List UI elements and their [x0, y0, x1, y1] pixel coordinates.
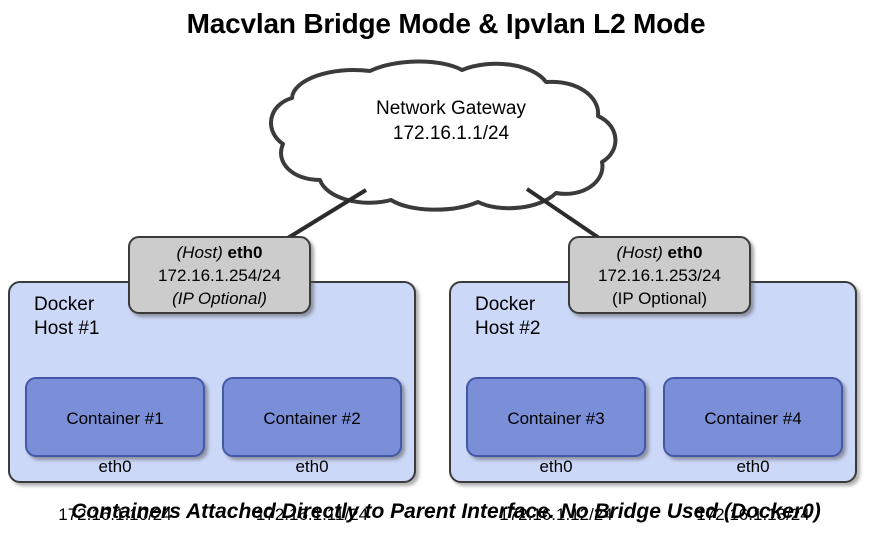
container-4-name: Container #4 — [704, 409, 802, 428]
link-cloud-to-host2 — [525, 187, 604, 242]
container-2-iface: eth0 — [295, 457, 329, 476]
docker-host-1-label: Docker Host #1 — [34, 294, 100, 339]
host-1-eth0-iface: eth0 — [227, 243, 263, 262]
container-box-3[interactable]: Container #3 eth0 172.16.1.12/24 — [466, 377, 646, 524]
host-1-eth0-prefix: (Host) — [176, 243, 228, 262]
host-1-eth0-box[interactable]: (Host) eth0 172.16.1.254/24 (IP Optional… — [128, 236, 311, 314]
network-gateway-title: Network Gateway — [376, 98, 526, 119]
container-3-name: Container #3 — [507, 409, 605, 428]
network-gateway-ip: 172.16.1.1/24 — [392, 123, 510, 144]
container-box-4[interactable]: Container #4 eth0 172.16.1.13/24 — [663, 377, 843, 524]
host-2-eth0-box[interactable]: (Host) eth0 172.16.1.253/24 (IP Optional… — [568, 236, 751, 314]
container-4-ip: 172.16.1.13/24 — [696, 505, 810, 524]
container-1-iface: eth0 — [98, 457, 132, 476]
container-4-iface: eth0 — [736, 457, 770, 476]
host-2-eth0-prefix: (Host) — [616, 243, 668, 262]
container-3-iface: eth0 — [539, 457, 573, 476]
host-2-eth0-iface: eth0 — [667, 243, 703, 262]
host-1-eth0-title: (Host) eth0 — [130, 241, 309, 264]
host-2-eth0-note: (IP Optional) — [611, 289, 708, 308]
container-1-name: Container #1 — [66, 409, 164, 428]
container-1-ip: 172.16.1.10/24 — [58, 505, 172, 524]
container-2-name: Container #2 — [263, 409, 361, 428]
host-2-eth0-title: (Host) eth0 — [570, 241, 749, 264]
page-title: Macvlan Bridge Mode & Ipvlan L2 Mode — [186, 8, 706, 39]
container-box-2[interactable]: Container #2 eth0 172.16.1.11/24 — [222, 377, 402, 524]
network-gateway-label: Network Gateway 172.16.1.1/24 — [336, 96, 566, 146]
container-2-ip: 172.16.1.11/24 — [255, 505, 369, 524]
host-2-eth0-ip: 172.16.1.253/24 — [598, 266, 721, 285]
container-3-ip: 172.16.1.12/24 — [499, 505, 613, 524]
docker-host-2-label: Docker Host #2 — [475, 294, 541, 339]
host-1-eth0-note: (IP Optional) — [172, 289, 267, 308]
diagram-caption: Containers Attached Directly to Parent I… — [71, 500, 821, 523]
link-cloud-to-host1 — [281, 188, 368, 243]
container-box-1[interactable]: Container #1 eth0 172.16.1.10/24 — [25, 377, 205, 524]
host-1-eth0-ip: 172.16.1.254/24 — [158, 266, 281, 285]
